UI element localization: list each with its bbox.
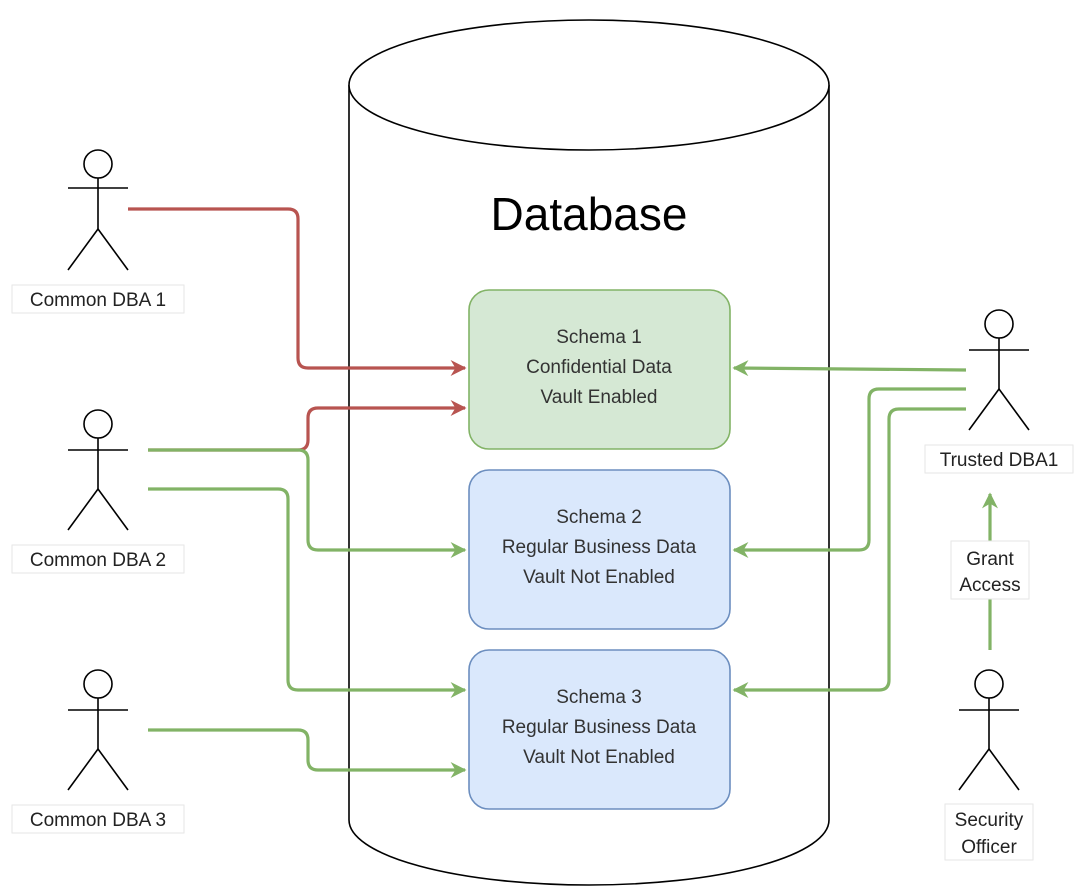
grant-access-label-bg	[950, 540, 1030, 600]
edge-trusted-to-schema1	[732, 360, 967, 377]
schema-3-line-2: Regular Business Data	[502, 717, 697, 738]
actor-icon	[958, 669, 1020, 791]
edge-trusted-to-schema2	[732, 387, 966, 558]
actor-label: Trusted DBA1	[940, 450, 1059, 471]
actor-common-dba-3[interactable]: Common DBA 3	[11, 669, 185, 834]
grant-access-line-1: Grant	[966, 549, 1014, 570]
schema-3-rect	[468, 649, 731, 810]
edge-dba2-to-schema3	[148, 487, 467, 698]
actor-label: Common DBA 2	[30, 550, 166, 571]
grant-access-label: Grant Access	[950, 540, 1030, 600]
actor-label-bg	[11, 284, 185, 314]
schema-2-rect	[468, 469, 731, 630]
actor-label-bg	[924, 444, 1074, 474]
actor-label: Common DBA 1	[30, 290, 166, 311]
schema-3-line-3: Vault Not Enabled	[523, 747, 675, 768]
actor-label: Common DBA 3	[30, 810, 166, 831]
schema-3-box[interactable]: Schema 3 Regular Business Data Vault Not…	[468, 649, 731, 810]
database-cylinder-top	[348, 19, 830, 151]
schema-2-box[interactable]: Schema 2 Regular Business Data Vault Not…	[468, 469, 731, 630]
actor-label-line-2: Officer	[961, 837, 1017, 858]
schema-3-line-1: Schema 3	[556, 687, 642, 708]
actor-icon	[67, 669, 129, 791]
edge-dba3-to-schema3	[148, 728, 467, 778]
actor-common-dba-1[interactable]: Common DBA 1	[11, 149, 185, 314]
actor-icon	[67, 149, 129, 271]
actor-icon	[968, 309, 1030, 431]
schema-1-line-3: Vault Enabled	[541, 387, 658, 408]
actor-icon	[67, 409, 129, 531]
edge-dba2-to-schema2	[148, 448, 467, 558]
schema-2-line-3: Vault Not Enabled	[523, 567, 675, 588]
database-title: Database	[491, 188, 688, 240]
actor-label-bg	[944, 803, 1034, 861]
schema-1-line-2: Confidential Data	[526, 357, 672, 378]
schema-1-box[interactable]: Schema 1 Confidential Data Vault Enabled	[468, 289, 731, 450]
schema-1-rect	[468, 289, 731, 450]
actor-label-line-1: Security	[955, 810, 1024, 831]
schema-2-line-2: Regular Business Data	[502, 537, 697, 558]
actor-security-officer[interactable]: Security Officer	[944, 669, 1034, 861]
schema-1-line-1: Schema 1	[556, 327, 642, 348]
edge-trusted-to-schema3	[732, 407, 966, 698]
grant-access-line-2: Access	[959, 575, 1020, 596]
actor-label-bg	[11, 544, 185, 574]
schema-2-line-1: Schema 2	[556, 507, 642, 528]
actor-trusted-dba1[interactable]: Trusted DBA1	[924, 309, 1074, 474]
actor-common-dba-2[interactable]: Common DBA 2	[11, 409, 185, 574]
edge-dba1-to-schema1	[128, 207, 467, 376]
actor-label-bg	[11, 804, 185, 834]
